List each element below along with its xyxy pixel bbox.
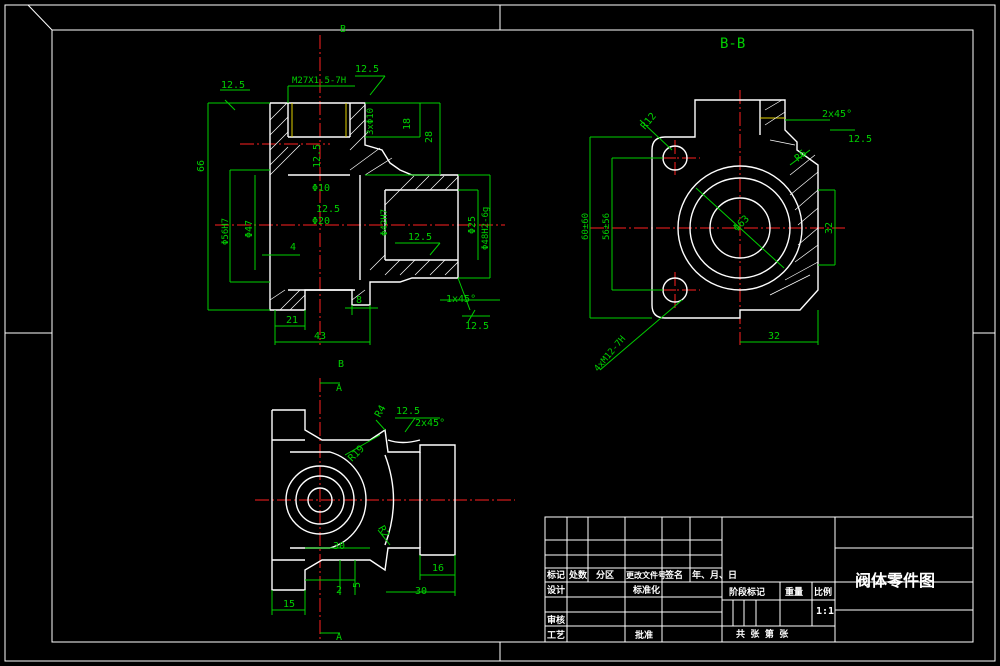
front-chamfer: 1x45° xyxy=(446,294,476,305)
bottom-r2: R2 xyxy=(375,524,391,540)
bottom-rough: 12.5 xyxy=(396,406,420,417)
tb-row-label-4: 签名 xyxy=(664,569,683,581)
front-rough-mid: 12.5 xyxy=(408,232,432,243)
tb-ratio: 比例 xyxy=(814,586,832,598)
front-dim-10: Φ10 xyxy=(312,183,330,194)
bottom-dimensions xyxy=(271,417,456,615)
tb-review: 审核 xyxy=(547,614,565,626)
tb-title: 阀体零件图 xyxy=(855,571,935,590)
bottom-r19: R19 xyxy=(346,444,367,465)
tb-row-label-0: 标记 xyxy=(546,569,565,581)
bottom-r4: R4 xyxy=(373,404,389,420)
bottom-dim-16: 16 xyxy=(432,563,444,574)
title-block: 标记 处数 分区 更改文件号 签名 年、月、日 设计 标准化 审核 工艺 批准 … xyxy=(544,516,974,643)
tb-sheets: 共 张 第 张 xyxy=(736,628,789,640)
section-title: B-B xyxy=(720,36,745,52)
front-rough-bottom: 12.5 xyxy=(465,321,489,332)
section-hatching xyxy=(764,99,819,296)
bottom-view: A A R4 12.5 2x45° R19 R2 30 16 xyxy=(255,378,515,643)
bottom-dim-30a: 30 xyxy=(333,541,345,552)
front-rough-12a: 12.5 xyxy=(312,144,323,168)
front-dim-4: 4 xyxy=(290,242,296,253)
tb-scale: 1:1 xyxy=(816,606,834,617)
front-dim-28: 28 xyxy=(424,131,435,143)
tb-process: 工艺 xyxy=(547,629,565,641)
front-dim-20: Φ20 xyxy=(312,216,330,227)
front-hatching xyxy=(269,101,459,311)
bottom-dim-2: 2 xyxy=(336,585,342,596)
bottom-dim-5: 5 xyxy=(352,582,363,588)
section-phi: Φ63 xyxy=(731,214,752,235)
cut-b-top: B xyxy=(340,24,346,35)
front-dim-43: 43 xyxy=(314,331,326,342)
cut-a-top: A xyxy=(336,383,342,394)
tb-row-label-2: 分区 xyxy=(596,569,614,581)
front-dim-18: 18 xyxy=(402,118,413,130)
bottom-dim-15: 15 xyxy=(283,599,295,610)
front-dim-56: Φ56H7 xyxy=(221,218,231,245)
drawing-frame xyxy=(4,4,996,662)
section-dim-32v: 32 xyxy=(824,222,835,234)
tb-standard: 标准化 xyxy=(632,584,660,596)
cut-a-bottom: A xyxy=(336,632,342,643)
tb-stage: 阶段标记 xyxy=(729,586,765,598)
bottom-chamfer: 2x45° xyxy=(415,418,445,429)
front-holes-label: 3xΦ10 xyxy=(366,108,376,135)
front-rough-left: 12.5 xyxy=(221,80,245,91)
tb-row-label-3: 更改文件号 xyxy=(626,570,666,580)
section-dim-32h: 32 xyxy=(768,331,780,342)
front-dim-21: 21 xyxy=(286,315,298,326)
front-rough-12b: 12.5 xyxy=(316,204,340,215)
front-dim-8: 8 xyxy=(356,295,362,306)
front-thread-label: M27X1.5-7H xyxy=(292,76,346,86)
front-rough-top: 12.5 xyxy=(355,64,379,75)
front-dim-66: 66 xyxy=(196,160,207,172)
tb-design: 设计 xyxy=(547,584,565,596)
section-view: B-B xyxy=(581,36,872,374)
front-dim-48: Φ48H2-6g xyxy=(481,207,491,250)
section-thread: 4xM12-7H xyxy=(593,334,629,374)
tb-row-label-5: 年、月、日 xyxy=(692,569,737,581)
front-dimensions xyxy=(207,75,500,345)
section-rough: 12.5 xyxy=(848,134,872,145)
front-dim-42: Φ42H7 xyxy=(380,209,390,236)
section-dimensions xyxy=(589,119,855,371)
front-dim-25: Φ25 xyxy=(467,216,478,234)
tb-row-label-1: 处数 xyxy=(568,569,588,581)
front-dim-47: Φ47 xyxy=(244,220,255,238)
front-view: 12.5 12.5 M27X1.5-7H 3xΦ10 18 28 66 Φ56H… xyxy=(196,24,505,370)
tb-approve: 批准 xyxy=(635,629,653,641)
cut-b-bottom: B xyxy=(338,359,344,370)
bottom-dim-30b: 30 xyxy=(415,586,427,597)
section-dim-56: 56±56 xyxy=(602,213,612,240)
section-dim-60: 60±60 xyxy=(581,213,591,240)
section-chamfer: 2x45° xyxy=(822,109,852,120)
section-r12: R12 xyxy=(639,111,659,132)
tb-weight: 重量 xyxy=(785,586,803,598)
